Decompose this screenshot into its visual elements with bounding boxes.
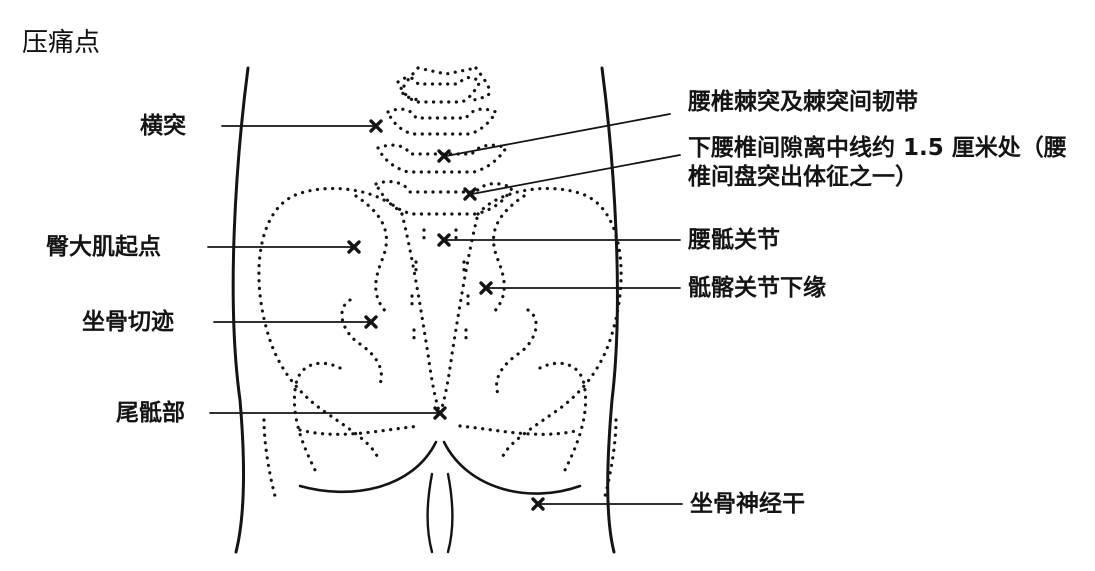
marker-paravertebral	[463, 187, 477, 201]
label-sciatic-nerve: 坐骨神经干	[690, 491, 805, 517]
buttock-right	[442, 440, 582, 495]
gluteal-cleft-r	[446, 472, 454, 554]
label-paravertebral: 下腰椎间隙离中线约 1.5 厘米处（腰椎间盘突出体征之一）	[688, 135, 1067, 190]
marker-sacroiliac	[479, 281, 493, 295]
label-sacroiliac-lower-edge: 骶髂关节下缘	[688, 275, 826, 301]
label-gluteus-maximus-origin: 臀大肌起点	[46, 234, 161, 260]
marker-transverse	[369, 119, 383, 133]
label-sacrococcygeal: 尾骶部	[116, 400, 185, 426]
ilium-right	[476, 186, 623, 460]
body-outline-left	[231, 66, 250, 554]
ilium-left	[257, 186, 404, 460]
gluteal-cleft	[426, 472, 434, 554]
body-outline-right	[600, 66, 619, 554]
page-title: 压痛点	[22, 28, 101, 58]
marker-gluteus	[347, 240, 361, 254]
leader-spinous	[445, 113, 671, 157]
buttock-left	[298, 440, 438, 493]
vertebra-outline	[401, 66, 491, 102]
leader-paravertebral	[471, 154, 681, 195]
marker-spinous	[437, 149, 451, 163]
marker-lumbosacral	[437, 233, 451, 247]
label-lumbosacral-joint: 腰骶关节	[688, 227, 780, 253]
label-transverse-process: 横突	[140, 113, 186, 139]
marker-sciatic-notch	[364, 315, 378, 329]
label-sciatic-notch: 坐骨切迹	[82, 309, 174, 335]
marker-sacrococcygeal	[433, 406, 447, 420]
label-spinous-ligament: 腰椎棘突及棘突间韧带	[688, 89, 918, 115]
leader-lines	[207, 113, 683, 505]
tender-point-markers	[347, 119, 545, 511]
marker-sciatic-nerve	[531, 497, 545, 511]
